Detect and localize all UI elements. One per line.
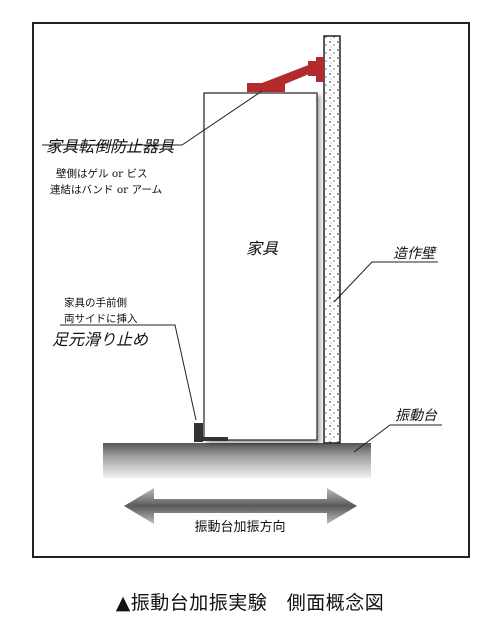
label-foot-stopper: 足元滑り止め: [52, 330, 149, 349]
leader-shake-table: [353, 424, 442, 453]
label-furniture: 家具: [246, 239, 279, 258]
excitation-arrow: [124, 488, 357, 524]
label-structural-wall: 造作壁: [393, 246, 437, 262]
label-connect-note: 連結はバンド or アーム: [50, 183, 162, 196]
label-shake-table: 振動台: [395, 408, 438, 424]
label-anti-tip-device: 家具転倒防止器具: [46, 137, 175, 156]
label-excitation-direction: 振動台加振方向: [194, 519, 285, 535]
label-both-sides-note: 両サイドに挿入: [64, 312, 138, 325]
leader-foot-stopper: [60, 324, 197, 421]
anti-tip-device: [247, 57, 324, 92]
figure-caption: ▲振動台加振実験 側面概念図: [115, 592, 385, 614]
leader-anti-tip: [42, 90, 263, 146]
shake-table-base: [103, 443, 371, 478]
label-wall-side-note: 壁側はゲル or ビス: [56, 167, 148, 180]
furniture-body: [203, 92, 318, 441]
leader-wall: [333, 261, 438, 303]
label-front-side-note: 家具の手前側: [64, 296, 127, 309]
structural-wall: [323, 35, 341, 444]
foot-stopper: [194, 423, 228, 442]
diagram-frame: [32, 22, 470, 558]
